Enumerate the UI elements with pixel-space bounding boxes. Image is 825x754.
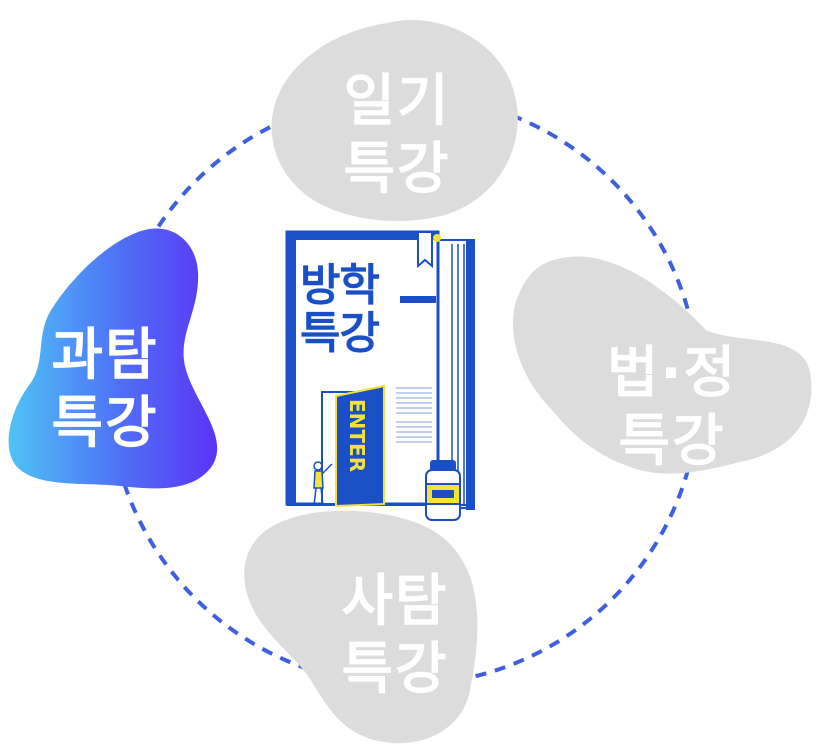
blob-ilgi[interactable] bbox=[271, 19, 518, 221]
label-satam-line2: 특강 bbox=[341, 637, 449, 702]
blob-gwatam[interactable] bbox=[8, 228, 218, 489]
bookmark-ribbon-icon bbox=[417, 231, 441, 269]
label-beopjeong-line1: 법·정 bbox=[606, 341, 738, 406]
label-satam[interactable]: 사탐 특강 bbox=[320, 568, 470, 704]
label-gwatam-line2: 특강 bbox=[51, 391, 159, 456]
book-title-line2: 특강 bbox=[300, 308, 380, 359]
open-door-icon bbox=[321, 384, 385, 508]
door-enter-label: ENTER bbox=[345, 399, 369, 473]
book-title: 방학 특강 bbox=[300, 260, 380, 359]
label-gwatam-line1: 과탐 bbox=[51, 323, 159, 388]
book-title-line1: 방학 bbox=[300, 260, 380, 311]
label-ilgi-line2: 특강 bbox=[343, 137, 451, 202]
blob-satam[interactable] bbox=[244, 510, 478, 744]
jar-icon bbox=[425, 460, 461, 521]
label-ilgi-line1: 일기 bbox=[343, 69, 451, 134]
label-beopjeong-line2: 특강 bbox=[618, 409, 726, 474]
person-pointing-icon bbox=[313, 461, 333, 507]
label-beopjeong[interactable]: 법·정 특강 bbox=[592, 340, 752, 476]
label-ilgi[interactable]: 일기 특강 bbox=[322, 68, 472, 204]
label-satam-line1: 사탐 bbox=[341, 569, 449, 634]
label-gwatam[interactable]: 과탐 특강 bbox=[30, 322, 180, 458]
blob-beopjeong[interactable] bbox=[512, 256, 812, 474]
